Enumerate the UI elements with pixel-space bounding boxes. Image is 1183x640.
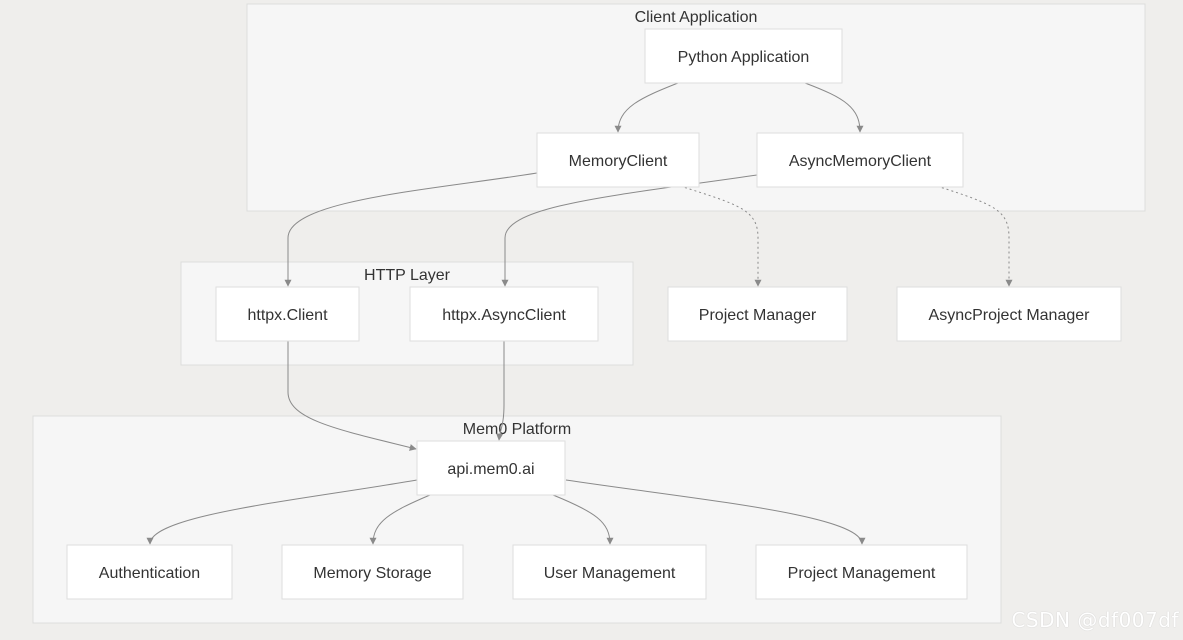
edge-asyncmemoryclient-to-asyncproject-manager (936, 185, 1013, 287)
edge-api-to-project-management (565, 479, 866, 545)
edge-python-to-memoryclient (614, 82, 679, 133)
group-mem0-platform-label: Mem0 Platform (463, 421, 571, 438)
node-user-management-label: User Management (544, 565, 676, 582)
node-api-mem0: api.mem0.ai (416, 440, 566, 496)
node-authentication: Authentication (66, 544, 233, 600)
edge-asyncmemoryclient-to-httpx-asyncclient (501, 174, 758, 287)
node-api-mem0-label: api.mem0.ai (447, 461, 534, 478)
node-httpx-async-client-label: httpx.AsyncClient (442, 307, 566, 324)
node-async-memory-client: AsyncMemoryClient (756, 132, 964, 188)
watermark: CSDN @df007df (1011, 608, 1179, 632)
node-project-manager-label: Project Manager (699, 307, 817, 324)
node-memory-storage: Memory Storage (281, 544, 464, 600)
edge-api-to-memory-storage (369, 494, 431, 545)
node-project-management-label: Project Management (788, 565, 936, 582)
node-project-manager: Project Manager (667, 286, 848, 342)
node-async-project-manager: AsyncProject Manager (896, 286, 1122, 342)
edge-memoryclient-to-project-manager (679, 185, 762, 287)
node-httpx-client-label: httpx.Client (247, 307, 328, 324)
node-async-project-manager-label: AsyncProject Manager (929, 307, 1091, 324)
node-async-memory-client-label: AsyncMemoryClient (789, 153, 932, 170)
node-httpx-async-client: httpx.AsyncClient (409, 286, 599, 342)
node-memory-client: MemoryClient (536, 132, 700, 188)
group-client-application-label: Client Application (635, 9, 758, 26)
edge-httpx-client-to-api (287, 341, 417, 451)
node-memory-storage-label: Memory Storage (313, 565, 431, 582)
edge-api-to-user-management (552, 494, 614, 545)
edge-httpx-asyncclient-to-api (496, 341, 505, 441)
node-memory-client-label: MemoryClient (569, 153, 668, 170)
node-httpx-client: httpx.Client (215, 286, 360, 342)
node-python-application-label: Python Application (678, 49, 810, 66)
edge-memoryclient-to-httpx-client (284, 172, 538, 287)
node-authentication-label: Authentication (99, 565, 200, 582)
node-user-management: User Management (512, 544, 707, 600)
group-http-layer-label: HTTP Layer (364, 267, 451, 284)
node-python-application: Python Application (644, 28, 843, 84)
edges (146, 82, 1013, 545)
edge-api-to-authentication (146, 479, 418, 545)
node-project-management: Project Management (755, 544, 968, 600)
edge-python-to-asyncmemoryclient (804, 82, 864, 133)
